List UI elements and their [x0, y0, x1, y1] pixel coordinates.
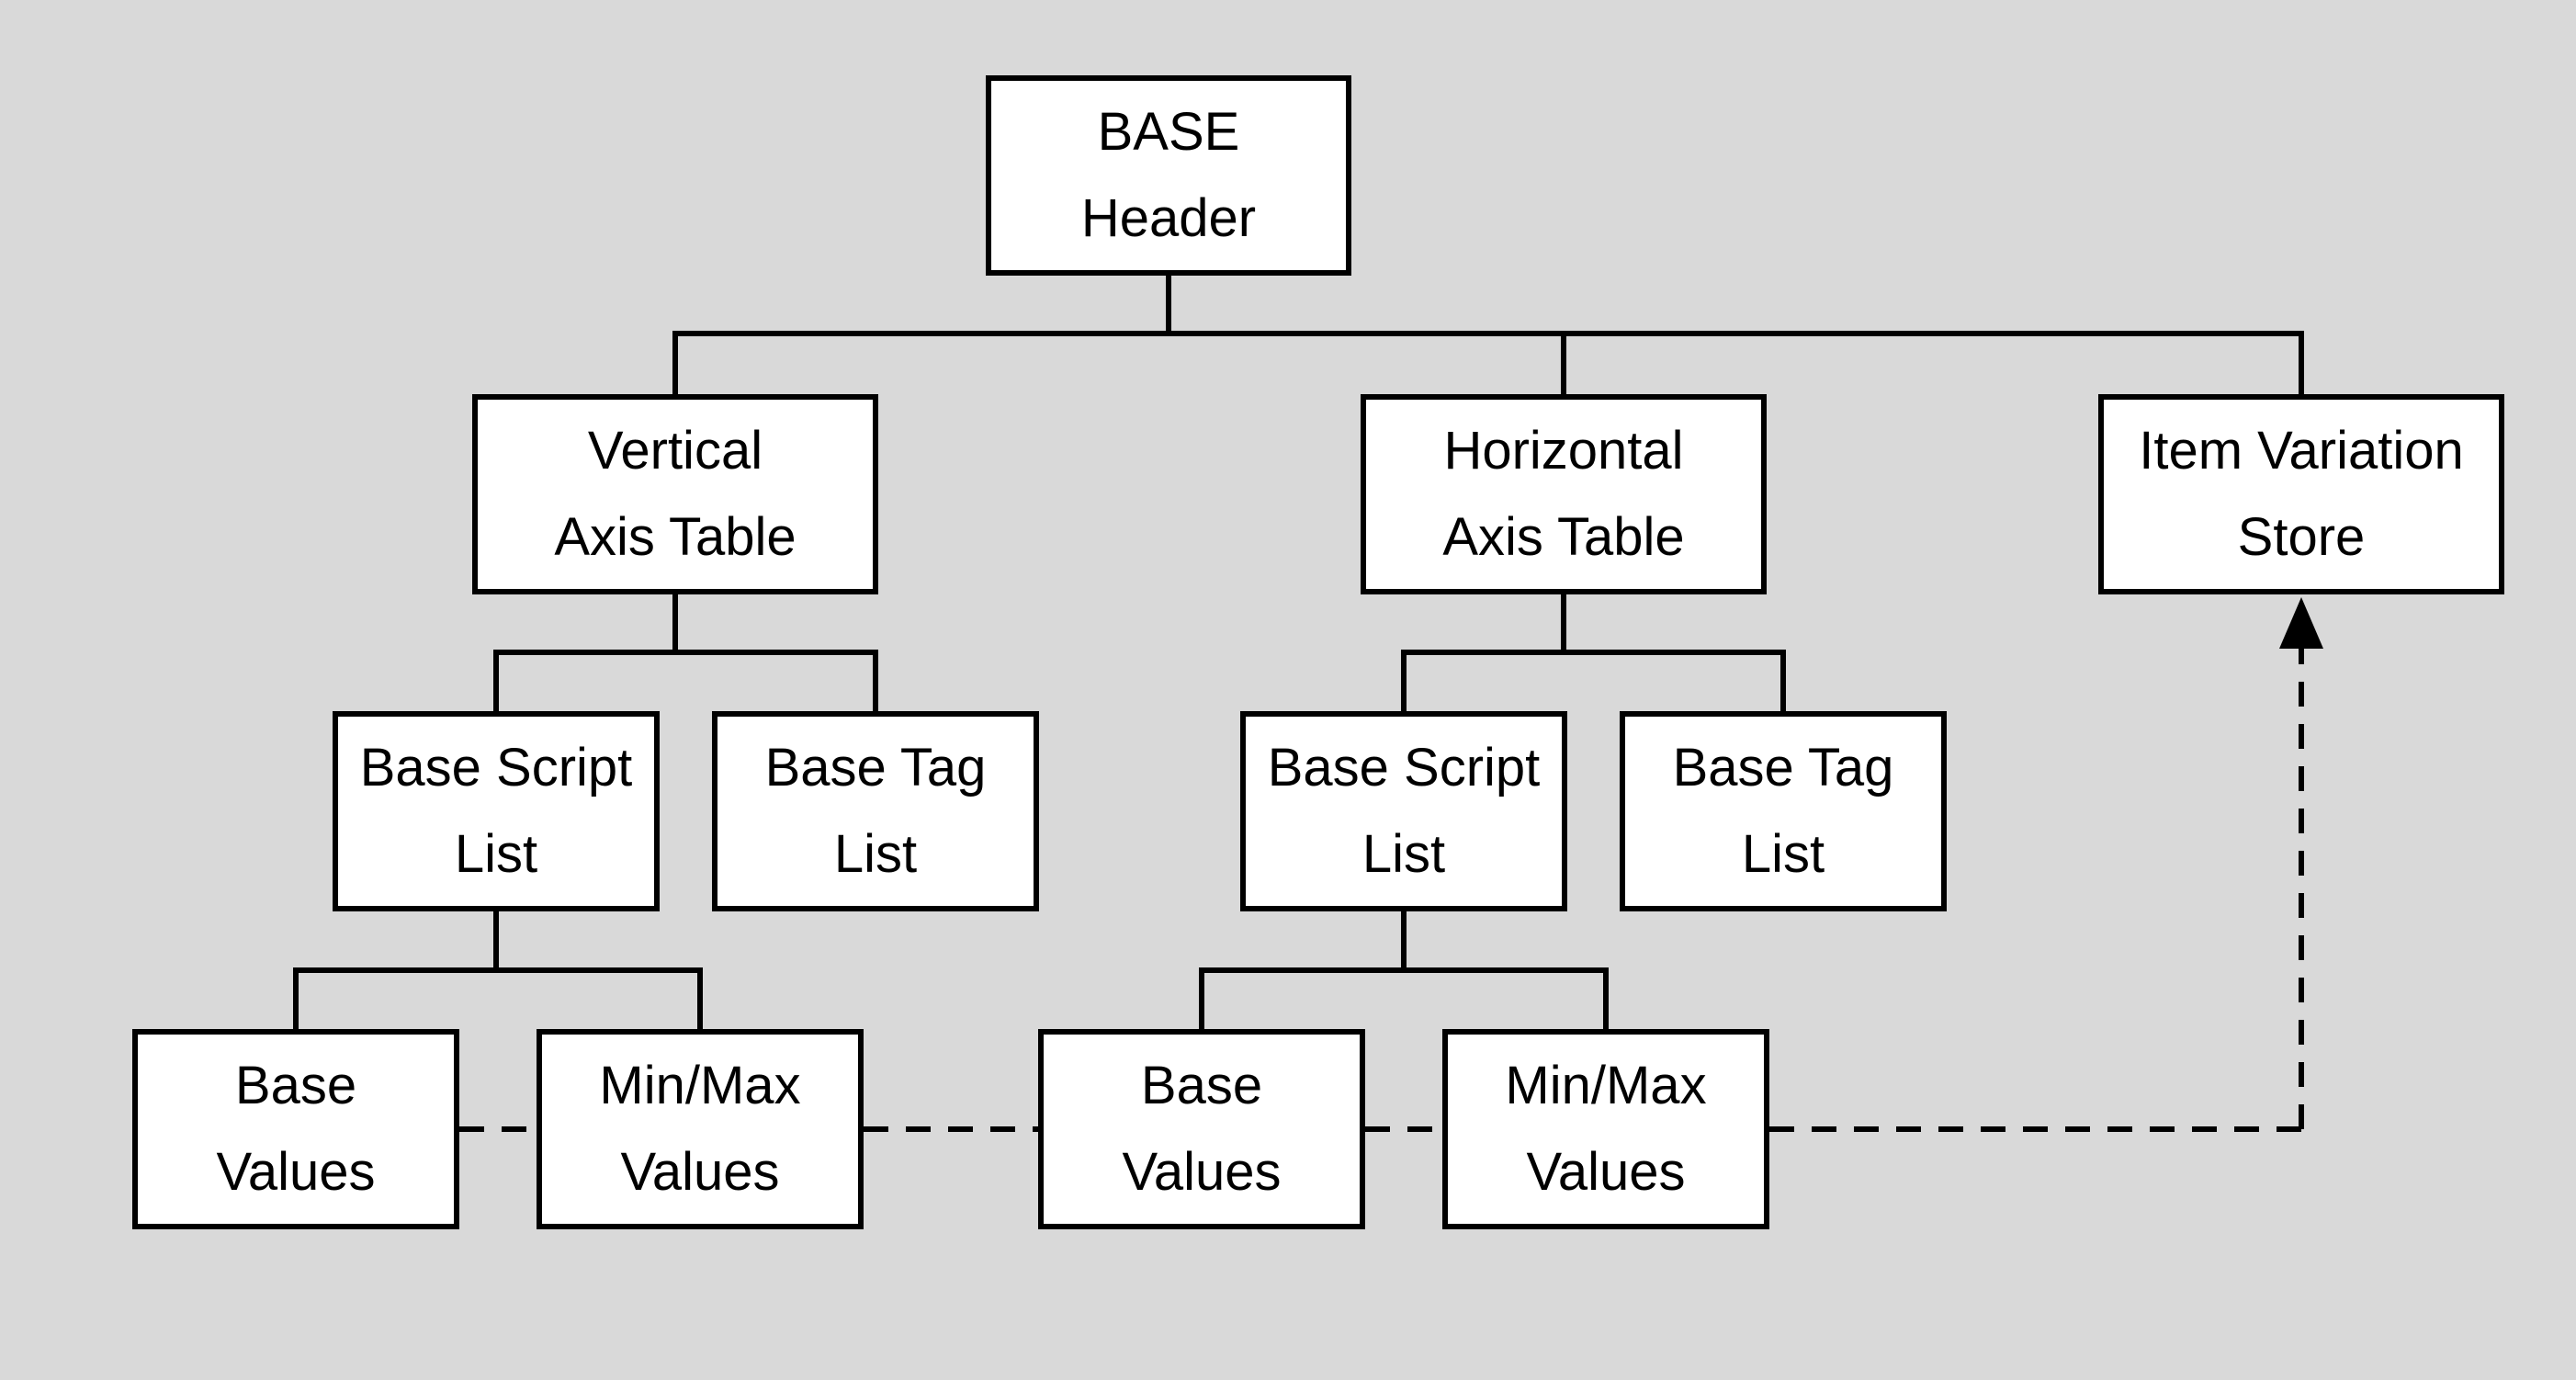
- node-label: List: [1741, 824, 1825, 884]
- node-vertical-axis-table: Vertical Axis Table: [472, 394, 878, 594]
- node-label: Min/Max: [599, 1056, 801, 1116]
- node-label: List: [454, 824, 538, 884]
- node-label: Values: [620, 1142, 780, 1202]
- node-label: Base Tag: [1672, 738, 1894, 798]
- node-base-header: BASE Header: [986, 75, 1351, 276]
- node-horizontal-base-values: Base Values: [1038, 1029, 1365, 1229]
- node-horizontal-base-script-list: Base Script List: [1240, 711, 1567, 911]
- dashed-link-to-item-variation-store: [1769, 649, 2304, 1132]
- node-vertical-base-script-list: Base Script List: [333, 711, 660, 911]
- node-label: List: [833, 824, 918, 884]
- node-label: BASE: [1097, 102, 1240, 163]
- node-label: Item Variation: [2139, 421, 2464, 481]
- node-label: Base Script: [1267, 738, 1541, 798]
- node-label: Axis Table: [554, 507, 797, 567]
- connector-horizontal-branch: [1401, 592, 1786, 711]
- node-label: Base: [1140, 1056, 1263, 1116]
- node-label: Min/Max: [1505, 1056, 1707, 1116]
- node-horizontal-base-tag-list: Base Tag List: [1620, 711, 1947, 911]
- node-item-variation-store: Item Variation Store: [2098, 394, 2504, 594]
- connector-h-script-branch: [1199, 909, 1609, 1029]
- connector-level2-rail: [672, 331, 2304, 394]
- node-vertical-minmax-values: Min/Max Values: [537, 1029, 864, 1229]
- node-label: Horizontal: [1443, 421, 1684, 481]
- node-horizontal-minmax-values: Min/Max Values: [1442, 1029, 1769, 1229]
- connector-v-script-branch: [293, 909, 703, 1029]
- node-label: List: [1361, 824, 1446, 884]
- node-label: Store: [2237, 507, 2366, 567]
- arrow-up-icon: [2279, 597, 2323, 649]
- node-label: Vertical: [587, 421, 763, 481]
- node-label: Base: [234, 1056, 357, 1116]
- node-vertical-base-tag-list: Base Tag List: [712, 711, 1039, 911]
- node-label: Values: [1122, 1142, 1282, 1202]
- node-label: Base Script: [359, 738, 633, 798]
- connector-vertical-branch: [493, 592, 878, 711]
- node-label: Header: [1080, 188, 1257, 248]
- node-vertical-base-values: Base Values: [132, 1029, 459, 1229]
- node-horizontal-axis-table: Horizontal Axis Table: [1361, 394, 1767, 594]
- node-label: Axis Table: [1442, 507, 1685, 567]
- node-label: Base Tag: [764, 738, 987, 798]
- node-label: Values: [1526, 1142, 1686, 1202]
- node-label: Values: [216, 1142, 376, 1202]
